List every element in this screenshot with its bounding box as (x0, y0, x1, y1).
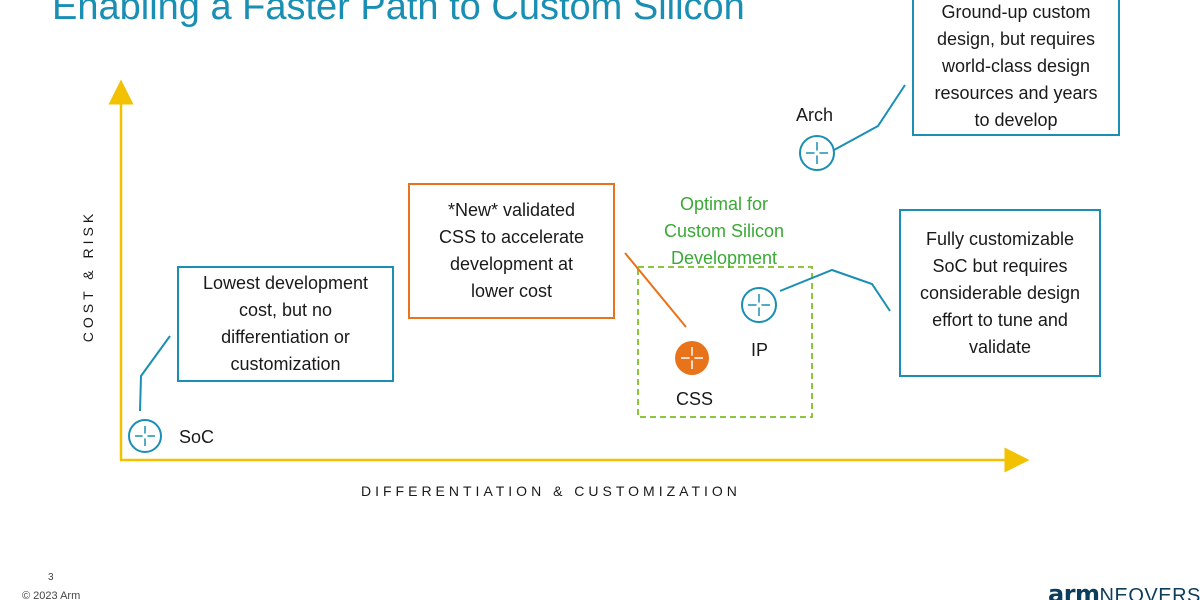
arch-crosshair-icon (799, 135, 835, 171)
soc-callout-box: Lowest development cost, but no differen… (177, 266, 394, 382)
soc-connector-line (139, 335, 171, 412)
css-callout-box: *New* validated CSS to accelerate develo… (408, 183, 615, 319)
logo-product: NEOVERSE (1099, 585, 1200, 600)
soc-crosshair-icon (128, 419, 162, 453)
page-number: 3 (48, 572, 54, 583)
x-axis-label: DIFFERENTIATION & CUSTOMIZATION (361, 483, 741, 499)
slide-title: Enabling a Faster Path to Custom Silicon (52, 0, 745, 28)
copyright-text: © 2023 Arm (22, 590, 81, 600)
css-crosshair-icon (675, 341, 709, 375)
soc-node-label: SoC (179, 427, 215, 447)
arch-node-label: Arch (796, 105, 834, 125)
ip-crosshair-icon (741, 287, 777, 323)
logo-brand: arm (1048, 580, 1100, 600)
ip-connector-line (779, 268, 891, 312)
y-axis-label: COST & RISK (80, 209, 96, 343)
arch-connector-line (833, 84, 906, 151)
arch-callout-box: Ground-up custom design, but requires wo… (912, 0, 1120, 136)
css-node-label: CSS (676, 389, 714, 409)
css-connector-line (624, 252, 687, 328)
optimal-region-label: Optimal for Custom Silicon Development (663, 194, 785, 268)
optimal-region-box (637, 266, 813, 418)
ip-callout-box: Fully customizable SoC but requires cons… (899, 209, 1101, 377)
ip-node-label: IP (751, 340, 769, 360)
arm-neoverse-logo: armNEOVERSE (1048, 580, 1200, 600)
